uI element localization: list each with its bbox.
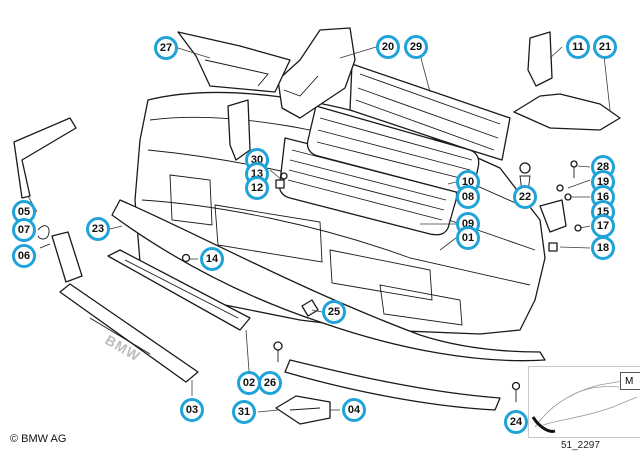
callout-06[interactable]: 06 (12, 244, 36, 268)
left-side-trim (13, 117, 77, 199)
leader-lines (27, 46, 611, 413)
left-clip (37, 225, 51, 249)
callout-18[interactable]: 18 (591, 236, 615, 260)
callout-07[interactable]: 07 (12, 218, 36, 242)
callout-02[interactable]: 02 (237, 371, 261, 395)
air-duct (277, 27, 356, 119)
callout-26[interactable]: 26 (258, 371, 282, 395)
callout-03[interactable]: 03 (180, 398, 204, 422)
spoiler-lip (111, 199, 546, 362)
callout-12[interactable]: 12 (245, 176, 269, 200)
callout-21[interactable]: 21 (593, 35, 617, 59)
callout-01[interactable]: 01 (456, 226, 480, 250)
callout-20[interactable]: 20 (376, 35, 400, 59)
callout-27[interactable]: 27 (154, 36, 178, 60)
callout-14[interactable]: 14 (200, 247, 224, 271)
impact-absorber (107, 249, 251, 331)
lower-trim-strip (284, 359, 501, 411)
side-trim-top (527, 31, 553, 87)
support-bracket (227, 99, 251, 161)
clip-25 (301, 299, 319, 317)
copyright-text: © BMW AG (10, 433, 67, 445)
callout-25[interactable]: 25 (322, 300, 346, 324)
callout-04[interactable]: 04 (342, 398, 366, 422)
side-trim-panel (513, 93, 621, 131)
callout-29[interactable]: 29 (404, 35, 428, 59)
callout-23[interactable]: 23 (86, 217, 110, 241)
callout-17[interactable]: 17 (591, 214, 615, 238)
screw-26 (273, 341, 283, 362)
screw-24 (511, 381, 521, 402)
callout-31[interactable]: 31 (232, 400, 256, 424)
right-bracket (519, 160, 582, 252)
license-plate-base (59, 283, 199, 383)
callout-11[interactable]: 11 (566, 35, 590, 59)
center-grille (278, 137, 458, 236)
reference-code: 51_2297 (561, 440, 600, 451)
tow-cover (275, 395, 331, 425)
brake-air-guide (177, 31, 291, 93)
callout-24[interactable]: 24 (504, 410, 528, 434)
callout-08[interactable]: 08 (456, 185, 480, 209)
callout-22[interactable]: 22 (513, 185, 537, 209)
nuts-12-13 (275, 172, 288, 189)
mesh-grille (349, 63, 511, 161)
left-reflector (51, 231, 83, 283)
screw-14 (181, 253, 191, 263)
corner-tag: M (620, 372, 640, 390)
car-outline-icon (531, 378, 638, 433)
